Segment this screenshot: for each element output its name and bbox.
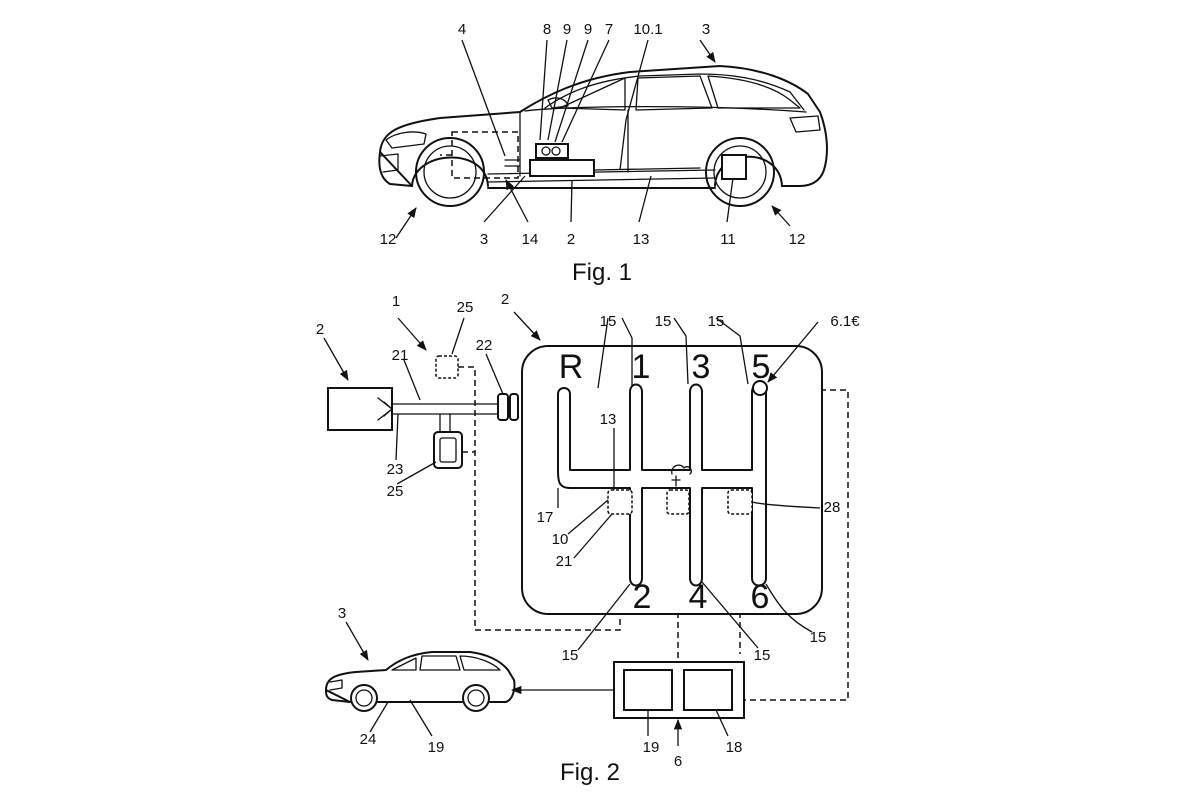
fig1-ref-3-bottom: 3 [480,231,488,248]
fig1-front-wheel [415,137,485,207]
fig1-ref-12-left: 12 [380,231,397,248]
fig1-ref-7: 7 [605,21,613,38]
fig2-control-module-18 [683,669,733,711]
fig2-gear-3: 3 [692,348,711,386]
fig2-ref-15a: 15 [600,313,617,330]
fig2-gear-1: 1 [632,348,651,386]
fig2-ref-3: 3 [338,605,346,622]
fig2-ref-25a: 25 [457,299,474,316]
fig2-ref-17: 17 [537,509,554,526]
fig2-ref-1: 1 [392,293,400,310]
fig1-component-2 [529,159,595,177]
fig1-caption: Fig. 1 [572,259,632,286]
fig1-ref-11: 11 [720,231,736,248]
fig2-gear-4: 4 [689,578,708,616]
fig2-ref-24: 24 [360,731,377,748]
fig2-sensor-25-bottom [433,431,463,469]
fig2-ref-15f: 15 [810,629,827,646]
fig2-ref-2a: 2 [316,321,324,338]
fig2-sensor-25-top [435,355,459,379]
fig2-drawing [323,311,849,746]
fig2-gear-5: 5 [752,348,771,386]
fig2-ref-15b: 15 [655,313,672,330]
fig2-ref-13: 13 [600,411,617,428]
fig2-ref-21b: 21 [556,553,573,570]
fig2-ref-6: 6 [674,753,682,770]
fig1-ref-4: 4 [458,21,466,38]
fig2-ref-10: 10 [552,531,569,548]
fig2-ref-18: 18 [726,739,743,756]
fig1-drawing [378,39,828,239]
fig2-ref-19a: 19 [428,739,445,756]
fig2-vehicle-3 [325,651,516,703]
fig2-ref-23: 23 [387,461,404,478]
fig2-ref-2b: 2 [501,291,509,308]
fig2-ref-22: 22 [476,337,493,354]
fig1-ref-2: 2 [567,231,575,248]
fig1-ref-9b: 9 [584,21,592,38]
fig2-sensor-10 [607,489,633,515]
fig2-control-module-19 [623,669,673,711]
fig1-ref-12-right: 12 [789,231,806,248]
fig2-ref-25b: 25 [387,483,404,500]
fig1-rear-wheel [705,137,775,207]
fig2-ref-15d: 15 [562,647,579,664]
fig2-component-22 [497,393,509,421]
fig2-ref-15e: 15 [754,647,771,664]
fig2-sensor-center [666,489,690,515]
fig2-gear-2: 2 [633,578,652,616]
fig1-ref-10-1: 10.1 [633,21,662,38]
fig1-ref-8: 8 [543,21,551,38]
fig2-ref-6-1: 6.1€ [830,313,860,330]
fig2-caption: Fig. 2 [560,759,620,786]
fig2-sensor-6-1 [752,380,768,396]
fig1-ref-14: 14 [522,231,539,248]
fig1-ref-9a: 9 [563,21,571,38]
fig2-ref-21a: 21 [392,347,409,364]
fig2-gear-6: 6 [751,578,770,616]
fig2-sensor-28 [727,489,753,515]
fig2-ref-19b: 19 [643,739,660,756]
fig2-shift-gate [557,383,767,587]
fig2-ref-15c: 15 [708,313,725,330]
fig1-component-11 [721,154,747,180]
fig1-ref-3-top: 3 [702,21,710,38]
fig1-car-body [378,65,828,189]
fig1-ref-13: 13 [633,231,650,248]
fig2-ref-28: 28 [824,499,841,516]
fig2-drive-box [327,387,393,431]
fig2-gear-R: R [559,348,584,386]
